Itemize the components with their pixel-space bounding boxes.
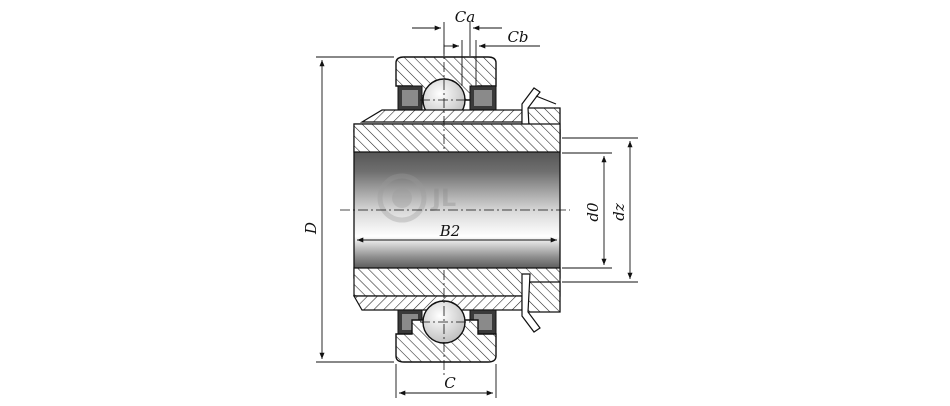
label-C: C [444, 374, 456, 392]
seal-top [397, 85, 497, 111]
label-dz: dz [610, 203, 628, 221]
label-D: D [302, 222, 320, 235]
dimension-dz [562, 137, 638, 283]
label-Ca: Ca [455, 8, 475, 26]
label-d0: d0 [584, 202, 602, 222]
lock-nut-bottom [521, 273, 561, 333]
svg-text:JL: JL [430, 184, 456, 212]
dimension-d0 [562, 152, 612, 269]
watermark-logo: JL [377, 173, 456, 223]
dimension-Ca-Cb [412, 22, 540, 86]
label-B2: B2 [439, 222, 461, 240]
center-lines [340, 44, 570, 376]
sleeve-wall-top [353, 123, 561, 153]
dimension-C [395, 364, 497, 398]
dimension-D [316, 56, 394, 363]
label-Cb: Cb [507, 28, 528, 46]
